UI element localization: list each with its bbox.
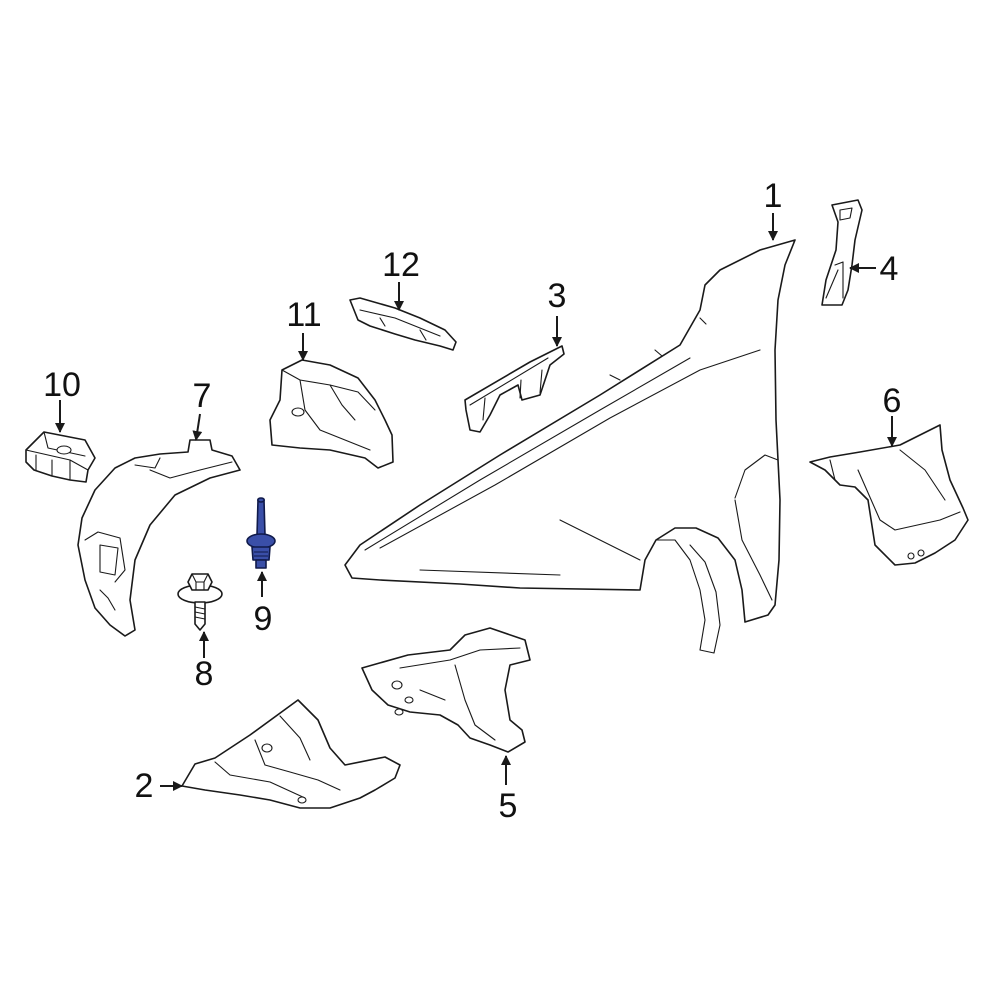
callout-5[interactable]: 5 xyxy=(499,787,518,825)
part-4-pillar-trim[interactable] xyxy=(821,199,863,306)
part-12-seal-strip[interactable] xyxy=(349,297,457,351)
part-6-rear-seal[interactable] xyxy=(809,424,969,566)
callout-9[interactable]: 9 xyxy=(254,600,273,638)
callout-10[interactable]: 10 xyxy=(43,366,81,404)
part-10-clip-nut[interactable] xyxy=(25,431,96,483)
callout-1[interactable]: 1 xyxy=(764,177,783,215)
callout-3[interactable]: 3 xyxy=(548,277,567,315)
part-1-fender[interactable] xyxy=(344,239,796,654)
part-5-support-bracket[interactable] xyxy=(361,627,531,753)
leader-7 xyxy=(192,413,203,441)
callout-7[interactable]: 7 xyxy=(193,377,212,415)
part-8-bolt[interactable] xyxy=(177,573,223,631)
part-11-inner-shield[interactable] xyxy=(269,359,394,469)
callout-11[interactable]: 11 xyxy=(286,296,321,334)
part-7-wheel-arch-liner[interactable] xyxy=(77,439,241,637)
part-3-bracket[interactable] xyxy=(464,345,565,433)
part-2-splash-shield[interactable] xyxy=(181,699,401,809)
callout-6[interactable]: 6 xyxy=(883,382,902,420)
callout-12[interactable]: 12 xyxy=(382,246,420,284)
part-9-push-rivet[interactable] xyxy=(246,497,276,569)
callout-8[interactable]: 8 xyxy=(195,655,214,693)
callout-2[interactable]: 2 xyxy=(135,767,154,805)
callout-4[interactable]: 4 xyxy=(880,250,899,288)
